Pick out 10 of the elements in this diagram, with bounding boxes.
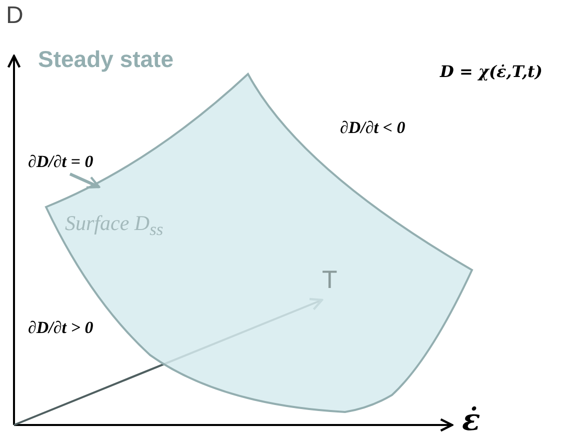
axis-label: ε̇ bbox=[462, 403, 480, 438]
equation-label: ∂D/∂t < 0 bbox=[340, 118, 406, 138]
arrow bbox=[69, 172, 100, 189]
equation-label: D = χ(ε̇,T,t) bbox=[440, 62, 542, 81]
surface-label: Surface D$_{ss}$ bbox=[65, 211, 164, 240]
title: Steady state bbox=[38, 46, 174, 73]
axis-label: T bbox=[322, 266, 338, 295]
axis-label: D bbox=[6, 2, 24, 30]
equation-label: ∂D/∂t = 0 bbox=[28, 152, 94, 172]
equation-label: ∂D/∂t > 0 bbox=[28, 318, 94, 338]
